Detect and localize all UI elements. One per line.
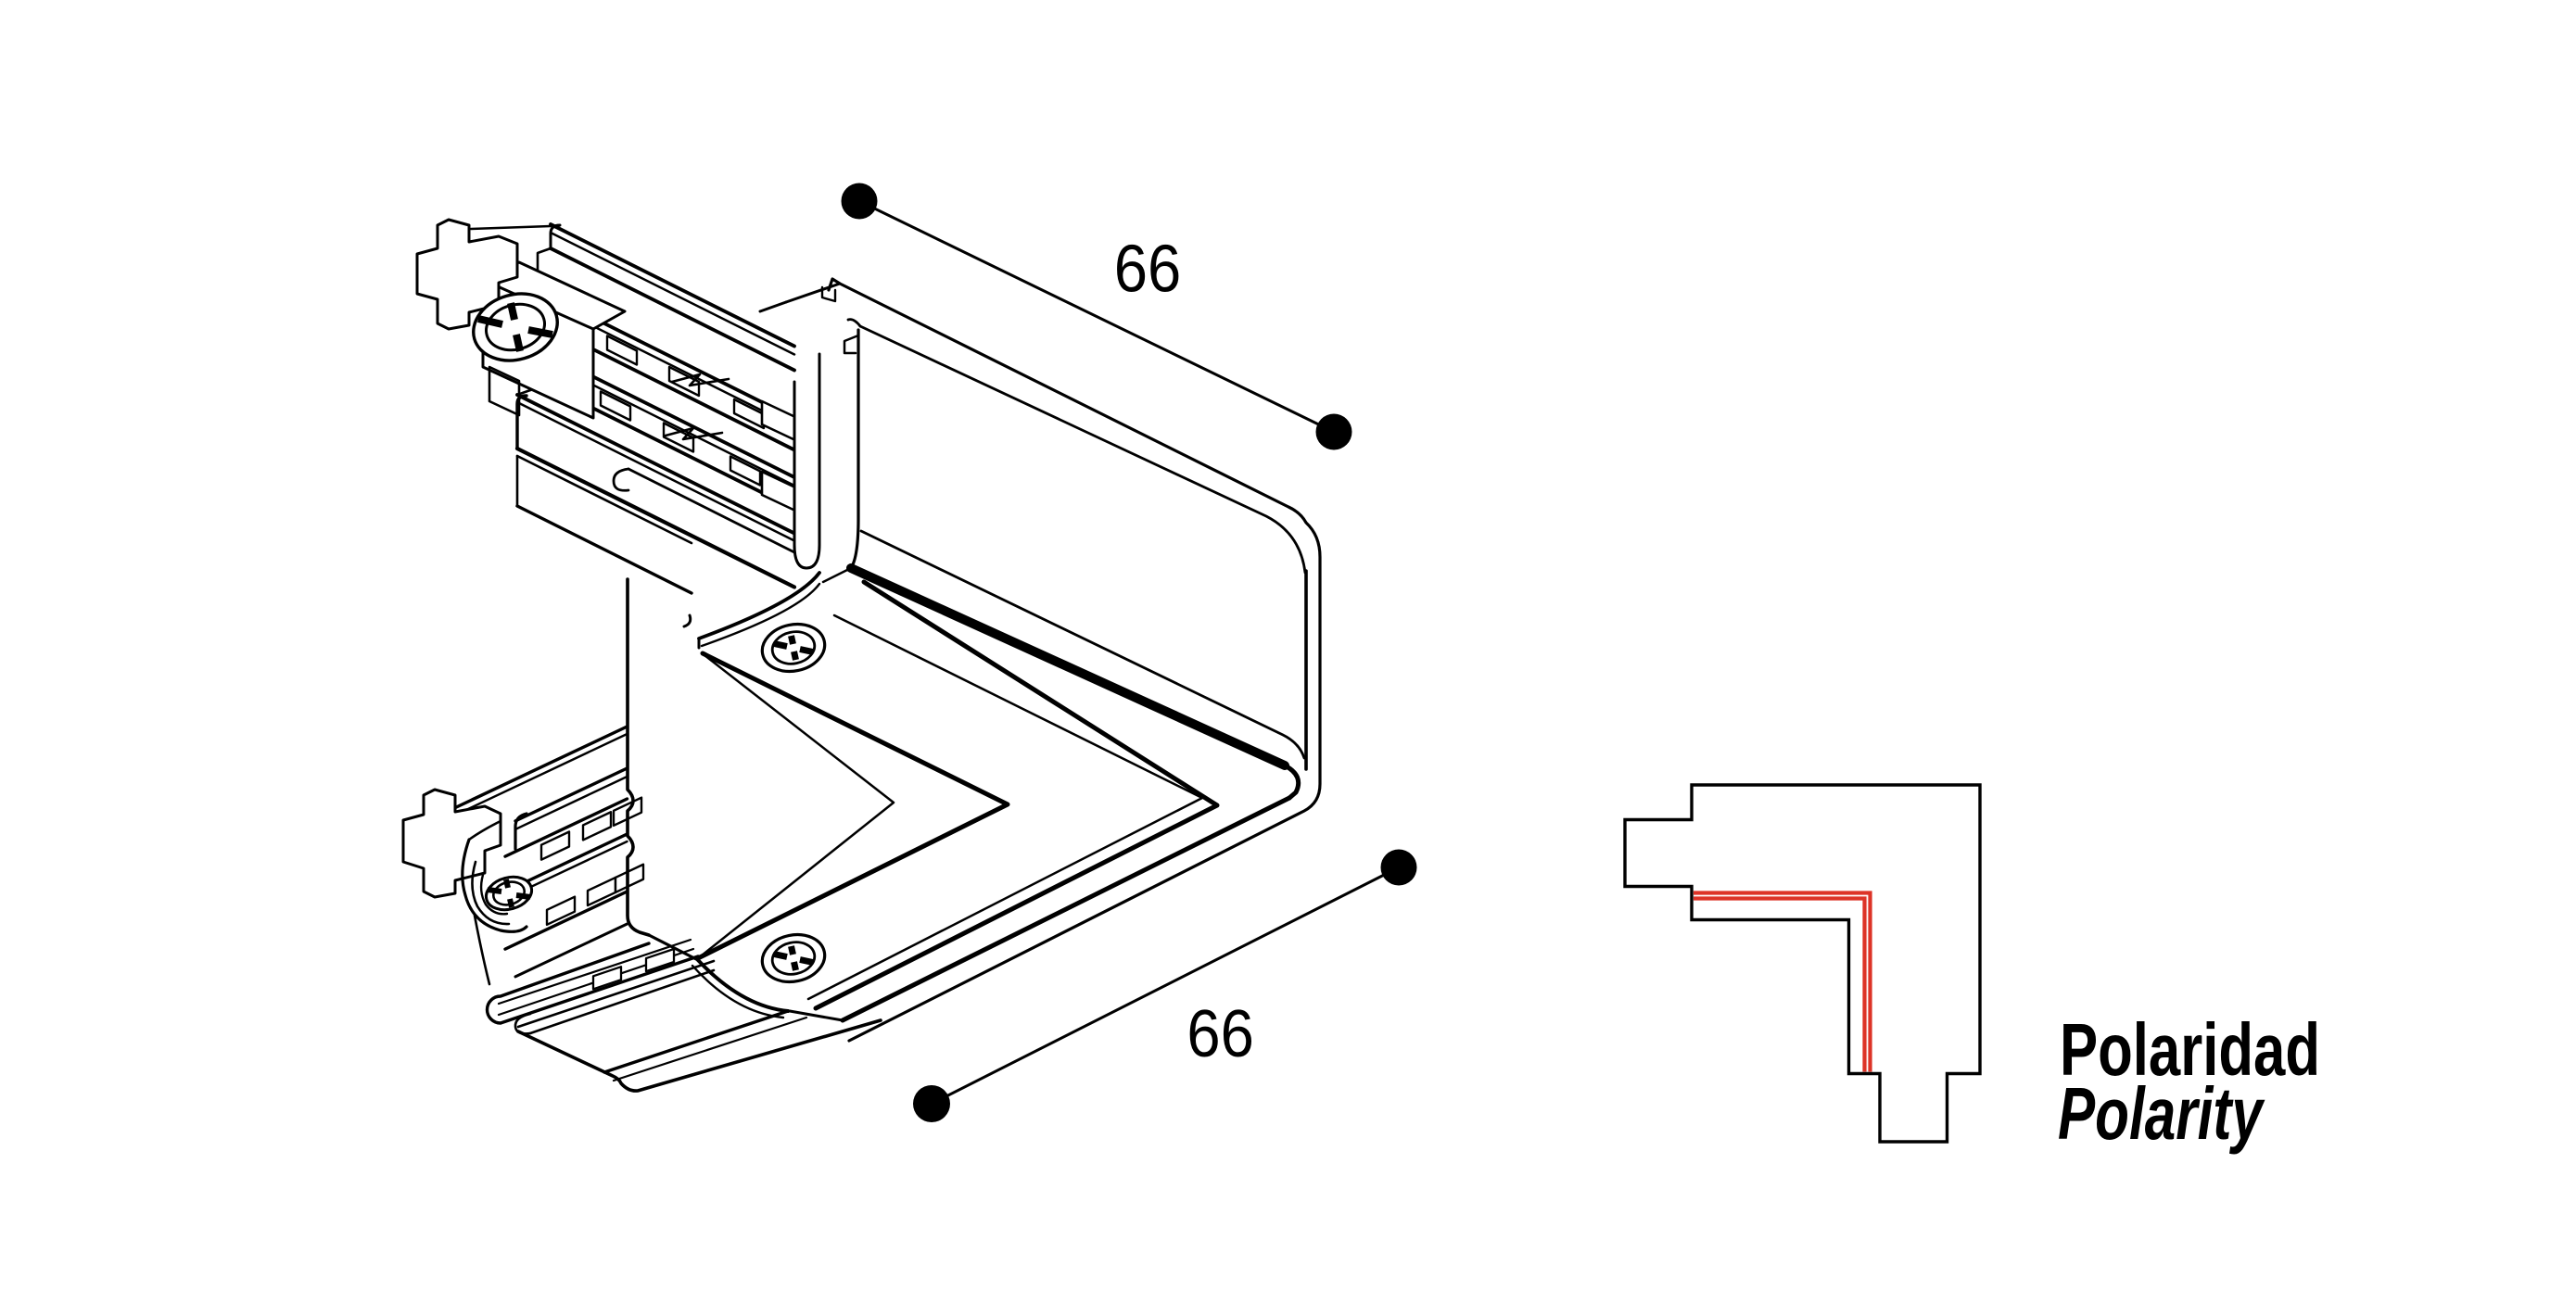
svg-text:Polarity: Polarity bbox=[2058, 1072, 2265, 1155]
svg-text:66: 66 bbox=[1114, 232, 1182, 306]
svg-text:66: 66 bbox=[1186, 997, 1254, 1071]
svg-text:Polaridad: Polaridad bbox=[2060, 1008, 2320, 1091]
